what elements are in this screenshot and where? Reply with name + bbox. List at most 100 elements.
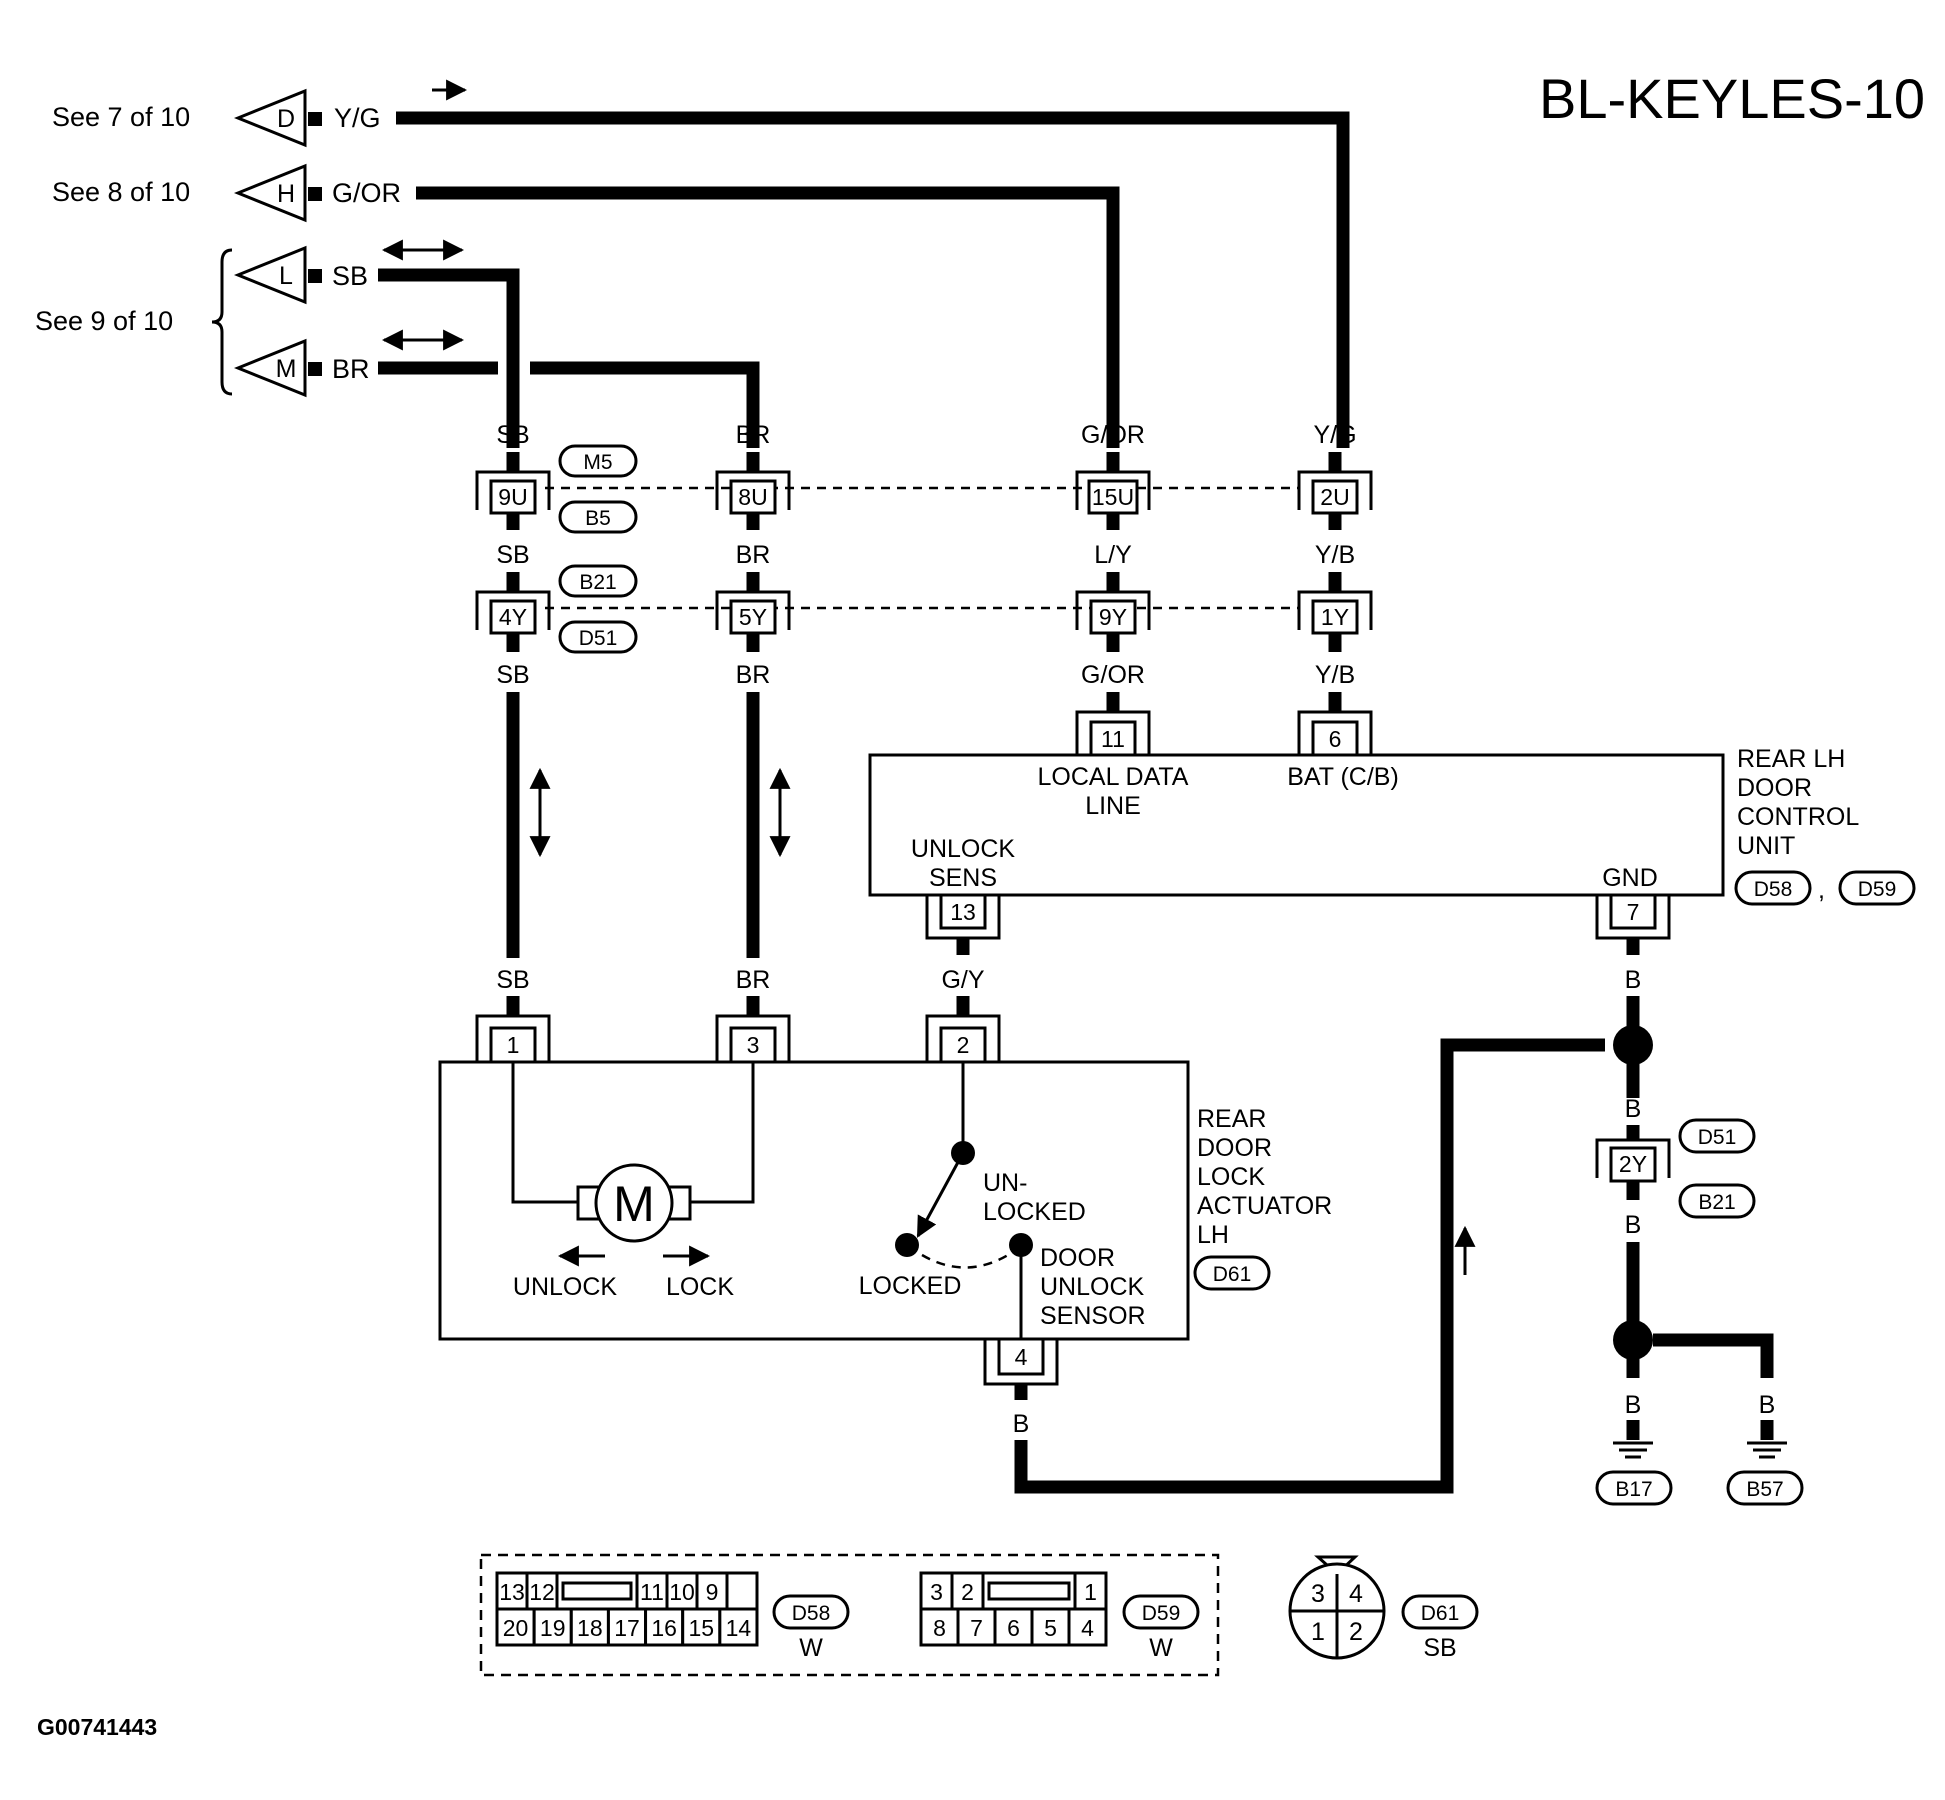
ground-b17-label: B17 <box>1615 1478 1652 1501</box>
gnd-label: GND <box>1602 864 1658 892</box>
joint-9u: 9U <box>475 470 551 515</box>
connector-tag-d59: D59 <box>1838 870 1916 906</box>
local-data-line-label: LOCAL DATA <box>1038 763 1189 791</box>
connector-d61-color: SB <box>1423 1634 1456 1662</box>
wire-b-splice-label: B <box>1625 1095 1642 1123</box>
d61-pin-2: 2 <box>1349 1618 1363 1646</box>
pin-number: 9 <box>706 1579 719 1605</box>
pin-cell <box>695 1571 729 1611</box>
connector-tag-d58-view: D58 W <box>772 1594 850 1662</box>
diagram-title: BL-KEYLES-10 <box>1539 67 1925 130</box>
pin-number: 1 <box>1084 1579 1097 1605</box>
connector-b21-label: B21 <box>579 571 616 594</box>
connector-tag-b5: B5 <box>558 500 638 534</box>
connector-d51-ground-label: D51 <box>1698 1126 1737 1149</box>
column-yg-low-label: Y/B <box>1315 661 1355 689</box>
reference-m-letter: M <box>276 355 297 383</box>
ground-symbol-icon <box>1613 1441 1653 1459</box>
pin-number: 17 <box>614 1615 640 1641</box>
wire-b-ground <box>1014 1038 1605 1494</box>
actuator-pin-4: 4 <box>983 1337 1059 1386</box>
lock-label: LOCK <box>666 1273 734 1301</box>
joint-5y: 5Y <box>715 590 791 635</box>
connector-views-frame <box>479 1553 1220 1677</box>
reference-lm: See 9 of 10 L SB M BR <box>35 245 370 398</box>
switch-locked-contact-icon <box>895 1233 919 1257</box>
wire-b-b57-label: B <box>1759 1391 1776 1419</box>
column-yg-top-label: Y/G <box>1313 421 1356 449</box>
unlocked-label: UN- <box>983 1169 1027 1197</box>
connector-b5-label: B5 <box>585 507 611 530</box>
pin-15u-label: 15U <box>1092 484 1134 510</box>
arrow-connector-m-icon <box>233 338 307 398</box>
connector-tag-d51: D51 <box>558 620 638 654</box>
wire-b-b17-label: B <box>1625 1391 1642 1419</box>
pin-6-label: 6 <box>1329 726 1342 752</box>
motor-label: M <box>613 1176 655 1232</box>
connector-tag-d61-view: D61 SB <box>1401 1594 1479 1662</box>
column-sb-bottom-label: SB <box>496 966 529 994</box>
reference-l-letter: L <box>279 262 293 290</box>
connector-d59-view-label: D59 <box>1142 1602 1181 1625</box>
column-sb-top-label: SB <box>496 421 529 449</box>
connector-d61-label: D61 <box>1213 1263 1252 1286</box>
pin-number: 6 <box>1007 1615 1020 1641</box>
reference-d-text: See 7 of 10 <box>52 102 190 132</box>
wire-gor <box>416 186 1120 448</box>
pin-cell <box>718 1607 759 1647</box>
pin-cell <box>956 1607 997 1647</box>
ground-tag-b57: B57 <box>1726 1470 1804 1506</box>
actuator-name-1: REAR <box>1197 1105 1266 1133</box>
connector-tag-b21: B21 <box>558 564 638 598</box>
pin-number: 13 <box>499 1579 525 1605</box>
connector-d61-view-label: D61 <box>1421 1602 1460 1625</box>
unlocked-label-2: LOCKED <box>983 1198 1086 1226</box>
unlock-label: UNLOCK <box>513 1273 618 1301</box>
pin-11-label: 11 <box>1101 726 1125 752</box>
pin-5y-label: 5Y <box>739 604 767 630</box>
pin-9u-label: 9U <box>498 484 527 510</box>
pin-1y-label: 1Y <box>1321 604 1349 630</box>
connector-tag-d58: D58 <box>1734 870 1812 906</box>
actuator-name-3: LOCK <box>1197 1163 1265 1191</box>
unlock-sens-label-2: SENS <box>929 864 997 892</box>
actuator-pin-3: 3 <box>715 1014 791 1064</box>
column-gor-mid-label: L/Y <box>1094 541 1132 569</box>
column-br-low-label: BR <box>736 661 771 689</box>
connector-d59-color: W <box>1149 1634 1173 1662</box>
column-br-mid-label: BR <box>736 541 771 569</box>
pin-8u-label: 8U <box>738 484 767 510</box>
control-unit-name-1: REAR LH <box>1737 745 1845 773</box>
sensor-label-1: DOOR <box>1040 1244 1115 1272</box>
sensor-label-3: SENSOR <box>1040 1302 1146 1330</box>
pin-number: 5 <box>1044 1615 1057 1641</box>
reference-d-wire: Y/G <box>334 103 381 133</box>
control-unit-box <box>868 753 1725 897</box>
connector-tag-b21-ground: B21 <box>1678 1183 1756 1219</box>
column-sb-low-label: SB <box>496 661 529 689</box>
pin-number: 15 <box>688 1615 714 1641</box>
connector-face-d61: 3 4 1 2 <box>1288 1555 1386 1660</box>
pin-7-label: 7 <box>1627 899 1640 925</box>
pin-2-label: 2 <box>957 1032 970 1058</box>
pin-cell <box>1067 1607 1108 1647</box>
wire-sb <box>378 268 520 448</box>
pin-number: 4 <box>1081 1615 1094 1641</box>
reference-m-wire: BR <box>332 354 370 384</box>
arrow-connector-l-icon <box>233 245 307 305</box>
pin-number: 12 <box>529 1579 555 1605</box>
column-br-bottom-label: BR <box>736 966 771 994</box>
column-gor-low-label: G/OR <box>1081 661 1145 689</box>
motor-icon: M <box>576 1163 692 1243</box>
pin-cell <box>993 1607 1034 1647</box>
switch-blade-icon <box>916 1152 965 1238</box>
pin-9y-label: 9Y <box>1099 604 1127 630</box>
locked-label: LOCKED <box>859 1272 962 1300</box>
connector-m5-label: M5 <box>583 451 612 474</box>
pin-number: 10 <box>669 1579 695 1605</box>
wire-yg <box>396 111 1350 448</box>
pin-3-label: 3 <box>747 1032 760 1058</box>
pin-number: 14 <box>726 1615 752 1641</box>
